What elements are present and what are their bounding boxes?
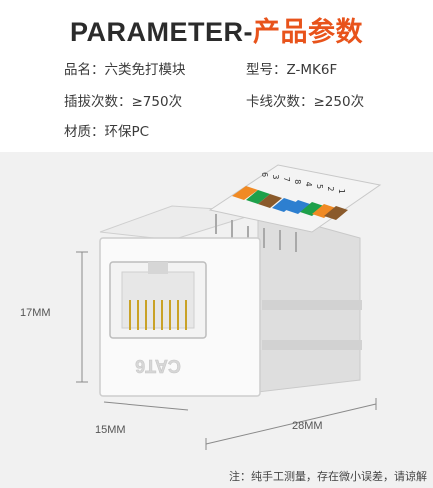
pin-number-label: 2 [326, 186, 335, 191]
module-side-rib [262, 300, 362, 310]
dimension-lines [76, 251, 377, 450]
spec-punch-cycles: 卡线次数：≥250次 [246, 94, 365, 110]
spec-model: 型号：Z-MK6F [246, 62, 338, 78]
cat6-emboss-label: CAT6 [135, 356, 181, 376]
depth-dimension-label: 28MM [292, 420, 323, 432]
width-dimension-line [103, 401, 189, 411]
pin-number-label: 5 [315, 184, 324, 189]
spec-plug-cycles: 插拔次数：≥750次 [64, 94, 183, 110]
terminal-block [208, 164, 382, 233]
gold-contacts [129, 300, 187, 330]
spec-material: 材质：环保PC [64, 124, 150, 140]
title-english: PARAMETER- [70, 17, 253, 47]
rj45-port-inner [121, 271, 195, 329]
wire-brown-mark [324, 206, 348, 220]
width-dimension-label: 15MM [95, 424, 126, 436]
wire-orange-mark [312, 204, 336, 218]
rj45-latch-slot [148, 262, 168, 274]
height-dimension-label: 17MM [20, 307, 51, 319]
wire-green-mark [246, 190, 270, 204]
wire-green-mark [300, 202, 324, 216]
spec-product-name: 品名：六类免打模块 [64, 62, 186, 78]
wire-color-codes [232, 186, 348, 220]
pin-number-label: 4 [304, 182, 313, 187]
measurement-note: 注：纯手工测量，存在微小误差，请谅解 [229, 470, 427, 483]
wire-orange-mark [232, 186, 258, 200]
page-title: PARAMETER-产品参数 [0, 10, 433, 49]
wire-blue-mark [272, 198, 296, 212]
parameter-section: PARAMETER-产品参数 品名：六类免打模块 型号：Z-MK6F 插拔次数：… [0, 0, 433, 152]
wire-brown-mark [258, 194, 282, 208]
depth-dimension-line [205, 403, 377, 445]
title-chinese: 产品参数 [253, 17, 363, 47]
punch-contacts [215, 214, 297, 252]
pin-number-label: 1 [337, 189, 346, 194]
wire-blue-mark [286, 200, 310, 214]
pin-number-label: 3 [271, 174, 280, 179]
pin-number-label: 7 [282, 177, 291, 182]
pin-number-label: 8 [293, 179, 302, 184]
module-side-rib [262, 340, 362, 350]
pin-number-label: 6 [260, 172, 269, 177]
